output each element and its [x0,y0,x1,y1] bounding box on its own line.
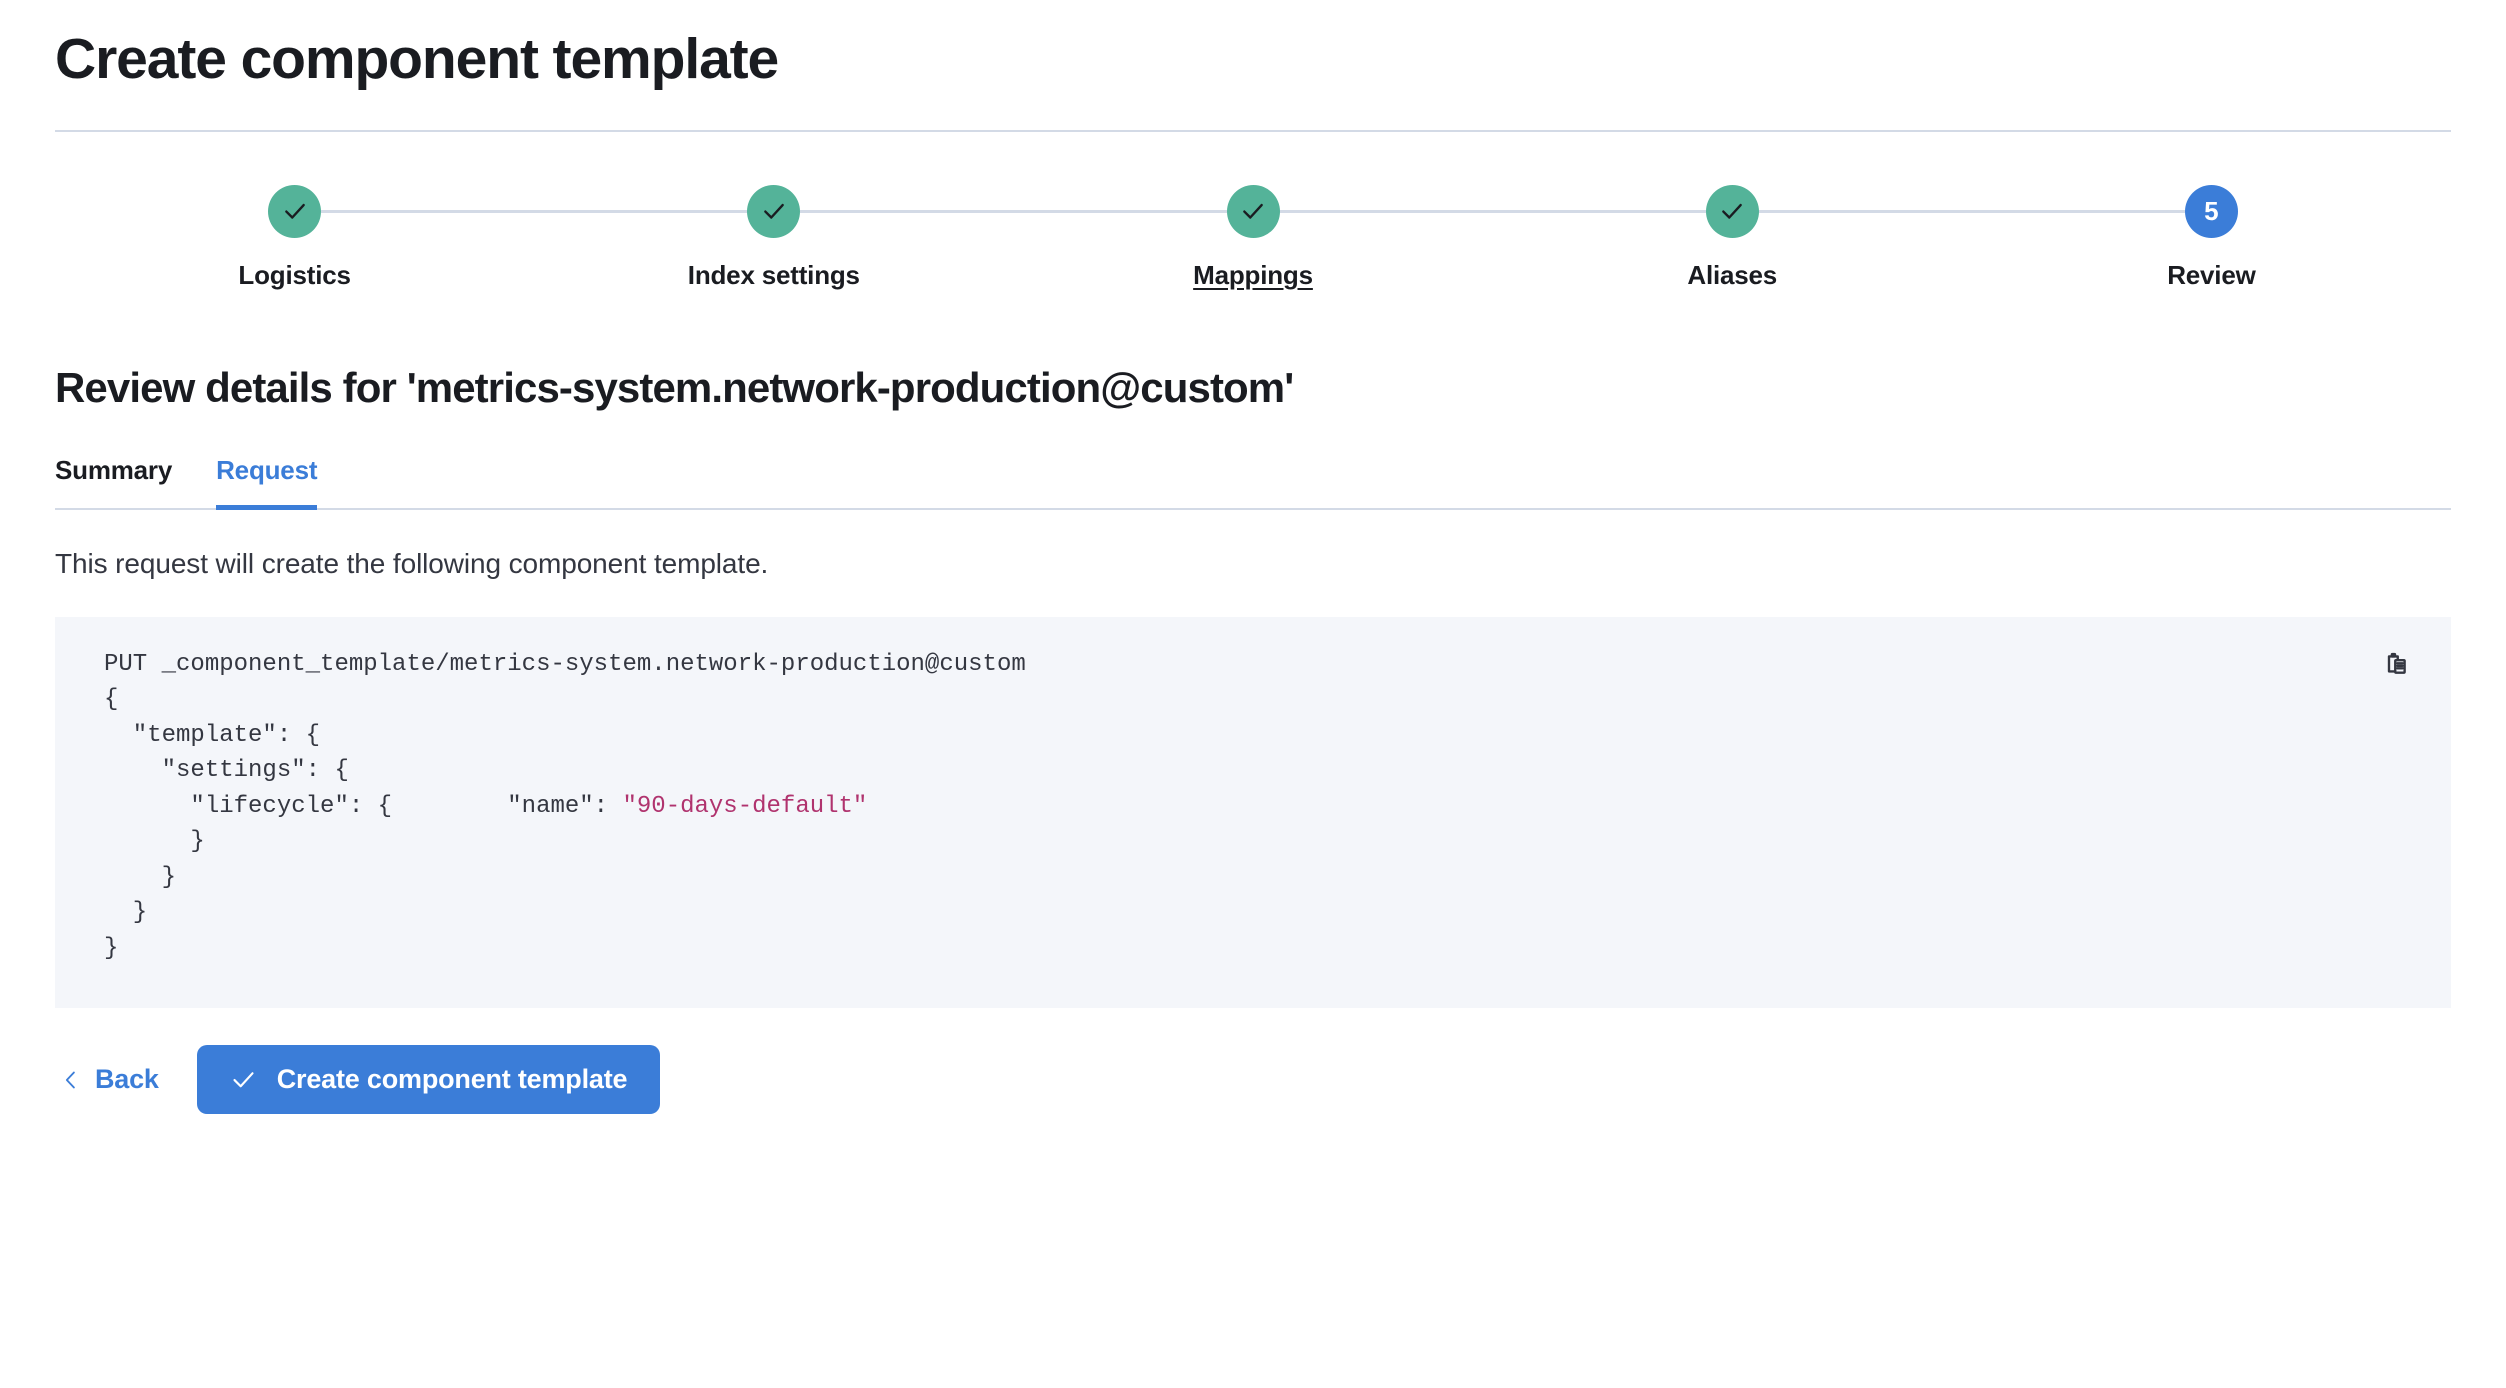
step-logistics[interactable]: Logistics [55,184,535,291]
step-label: Review [2167,259,2256,290]
step-connector-left [1971,209,2186,213]
step-connector-right [1758,209,1972,213]
step-connector-left [1013,209,1228,213]
tab-request[interactable]: Request [216,455,317,510]
step-indicator-complete[interactable] [268,184,322,238]
code-string-value: "90-days-default" [622,792,868,820]
wizard-actions: Back Create component template [0,1008,2506,1115]
create-component-template-label: Create component template [276,1064,628,1095]
check-icon [1722,204,1743,219]
check-icon [233,1072,254,1088]
step-index-settings[interactable]: Index settings [534,184,1014,291]
step-number: 5 [2204,196,2219,227]
check-icon [1243,204,1263,219]
step-aliases[interactable]: Aliases [1492,184,1972,291]
step-review[interactable]: 5 Review [1971,184,2451,291]
check-icon [284,204,305,219]
review-heading: Review details for 'metrics-system.netwo… [55,363,1294,411]
request-code-block: PUT _component_template/metrics-system.n… [55,616,2451,1009]
code-body-line: { [104,686,119,714]
code-body-line: "settings": { [104,757,349,785]
step-indicator-complete[interactable] [747,184,801,238]
wizard-stepper: Logistics Index settings Mappings Alia [55,132,2451,291]
step-indicator-complete[interactable] [1705,184,1759,238]
back-button-label: Back [95,1064,159,1095]
code-body-line: } [104,828,205,856]
step-label: Aliases [1687,259,1778,290]
step-connector-left [534,209,748,213]
copy-icon-button[interactable] [2377,645,2421,689]
code-body-line: } [104,899,148,927]
step-indicator-complete[interactable] [1226,184,1280,238]
back-button[interactable]: Back [55,1056,165,1103]
code-body-line: } [104,934,119,962]
check-icon [763,204,784,219]
code-body-line: "lifecycle": { [104,792,393,820]
step-label[interactable]: Mappings [1193,259,1313,290]
page-title: Create component template [55,27,779,91]
code-body-line: } [104,863,177,891]
copy-icon [2387,652,2406,674]
request-code-text: PUT _component_template/metrics-system.n… [104,650,1026,962]
tab-summary[interactable]: Summary [55,455,172,508]
step-mappings[interactable]: Mappings [1013,184,1493,291]
step-connector-right [320,209,535,213]
create-component-template-page: Create component template Logistics Inde… [0,27,2506,1115]
create-component-template-button[interactable]: Create component template [196,1045,661,1115]
review-tabs: Summary Request [55,455,2451,510]
header-divider [55,129,2451,132]
step-label: Logistics [238,259,351,290]
step-connector-right [799,209,1014,213]
step-indicator-current[interactable]: 5 [2184,184,2238,238]
chevron-left-icon [65,1071,75,1089]
code-request-line: PUT _component_template/metrics-system.n… [104,650,1026,678]
step-label: Index settings [687,259,860,290]
request-description: This request will create the following c… [55,547,769,579]
step-connector-left [1492,209,1707,213]
step-connector-right [1279,209,1493,213]
code-body-line: "template": { [104,721,321,749]
